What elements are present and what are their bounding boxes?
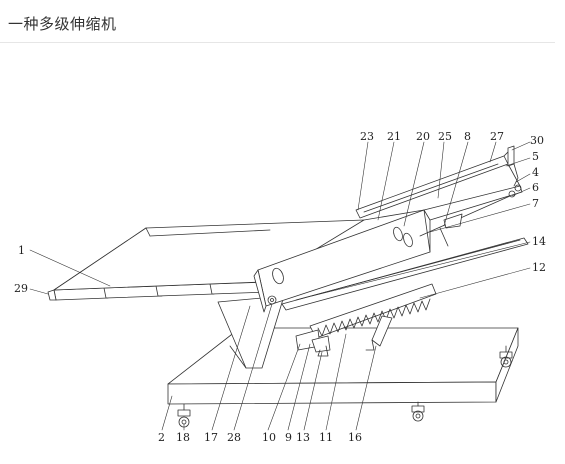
label-16: 16 <box>348 431 362 444</box>
title-bar: 一种多级伸缩机 <box>0 0 555 43</box>
label-6: 6 <box>532 181 539 194</box>
support-legs <box>318 316 392 356</box>
label-7: 7 <box>532 197 539 210</box>
label-4: 4 <box>532 166 539 179</box>
cylinder-block <box>296 330 330 352</box>
label-9: 9 <box>285 431 292 444</box>
label-12: 12 <box>532 261 546 274</box>
label-11: 11 <box>319 431 333 444</box>
label-8: 8 <box>464 130 471 143</box>
label-1: 1 <box>18 244 25 257</box>
page-title: 一种多级伸缩机 <box>8 15 117 33</box>
label-17: 17 <box>204 431 218 444</box>
label-18: 18 <box>176 431 190 444</box>
caster-wheel-front-right <box>412 402 424 421</box>
label-23: 23 <box>360 130 374 143</box>
label-27: 27 <box>490 130 504 143</box>
label-21: 21 <box>387 130 401 143</box>
label-10: 10 <box>262 431 276 444</box>
label-2: 2 <box>158 431 165 444</box>
label-5: 5 <box>532 150 539 163</box>
caster-wheel-front-left <box>178 404 190 427</box>
roller-28 <box>268 296 276 304</box>
label-13: 13 <box>296 431 310 444</box>
caster-wheel-back-right <box>500 346 512 367</box>
base-platform <box>168 328 518 404</box>
label-28: 28 <box>227 431 241 444</box>
leader-lines <box>30 142 530 430</box>
label-25: 25 <box>438 130 452 143</box>
label-30: 30 <box>530 134 544 147</box>
label-20: 20 <box>416 130 430 143</box>
label-14: 14 <box>532 235 546 248</box>
reference-labels: 1 29 23 21 20 25 8 27 30 5 4 6 7 14 12 2… <box>14 130 546 444</box>
telescopic-sections <box>48 228 268 300</box>
lower-rail <box>282 238 528 310</box>
label-29: 29 <box>14 282 28 295</box>
inclined-conveyor <box>356 146 522 252</box>
